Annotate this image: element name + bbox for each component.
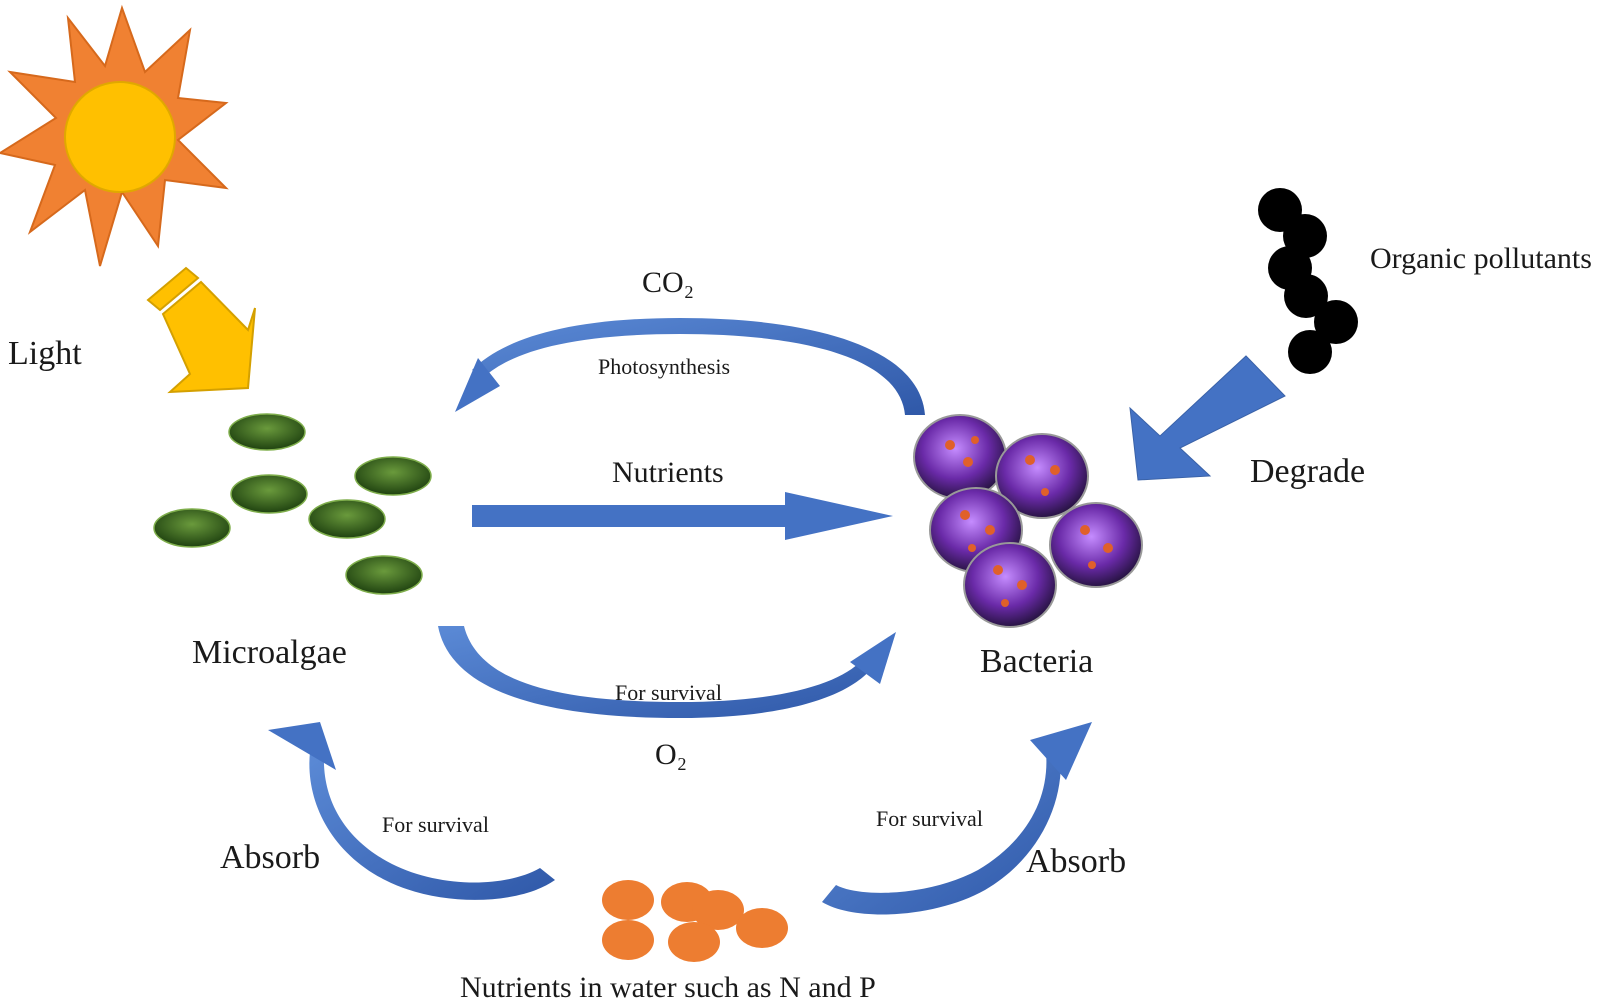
light-arrow-icon: [146, 266, 256, 394]
for-survival-left-label: For survival: [382, 812, 489, 837]
microalgae-icon: [153, 413, 432, 595]
organic-pollutants-icon: [1258, 188, 1358, 374]
nutrients-water-label: Nutrients in water such as N and P: [460, 971, 876, 1004]
for-survival-right-label: For survival: [876, 806, 983, 831]
light-label: Light: [8, 335, 82, 372]
nutrients-label: Nutrients: [612, 456, 724, 489]
absorb-right-arrow: [822, 722, 1092, 915]
for-survival-top-label: For survival: [615, 680, 722, 705]
sun-icon: [0, 4, 229, 267]
o2-label: O₂: [655, 738, 687, 771]
co2-arrow: [455, 318, 925, 415]
absorb-left-arrow: [268, 722, 555, 900]
degrade-arrow: [1129, 355, 1286, 481]
absorb-right-label: Absorb: [1026, 843, 1126, 880]
bacteria-icon: [913, 414, 1143, 628]
microalgae-label: Microalgae: [192, 634, 347, 671]
absorb-left-label: Absorb: [220, 839, 320, 876]
bacteria-label: Bacteria: [980, 643, 1093, 680]
co2-label: CO₂: [642, 266, 694, 299]
o2-arrow: [438, 626, 896, 718]
nutrients-arrow: [472, 492, 893, 540]
photosynthesis-label: Photosynthesis: [598, 354, 730, 379]
degrade-label: Degrade: [1250, 453, 1365, 490]
organic-pollutants-label: Organic pollutants: [1370, 242, 1592, 275]
nutrient-dots-icon: [602, 880, 788, 962]
sun-core: [64, 81, 176, 193]
